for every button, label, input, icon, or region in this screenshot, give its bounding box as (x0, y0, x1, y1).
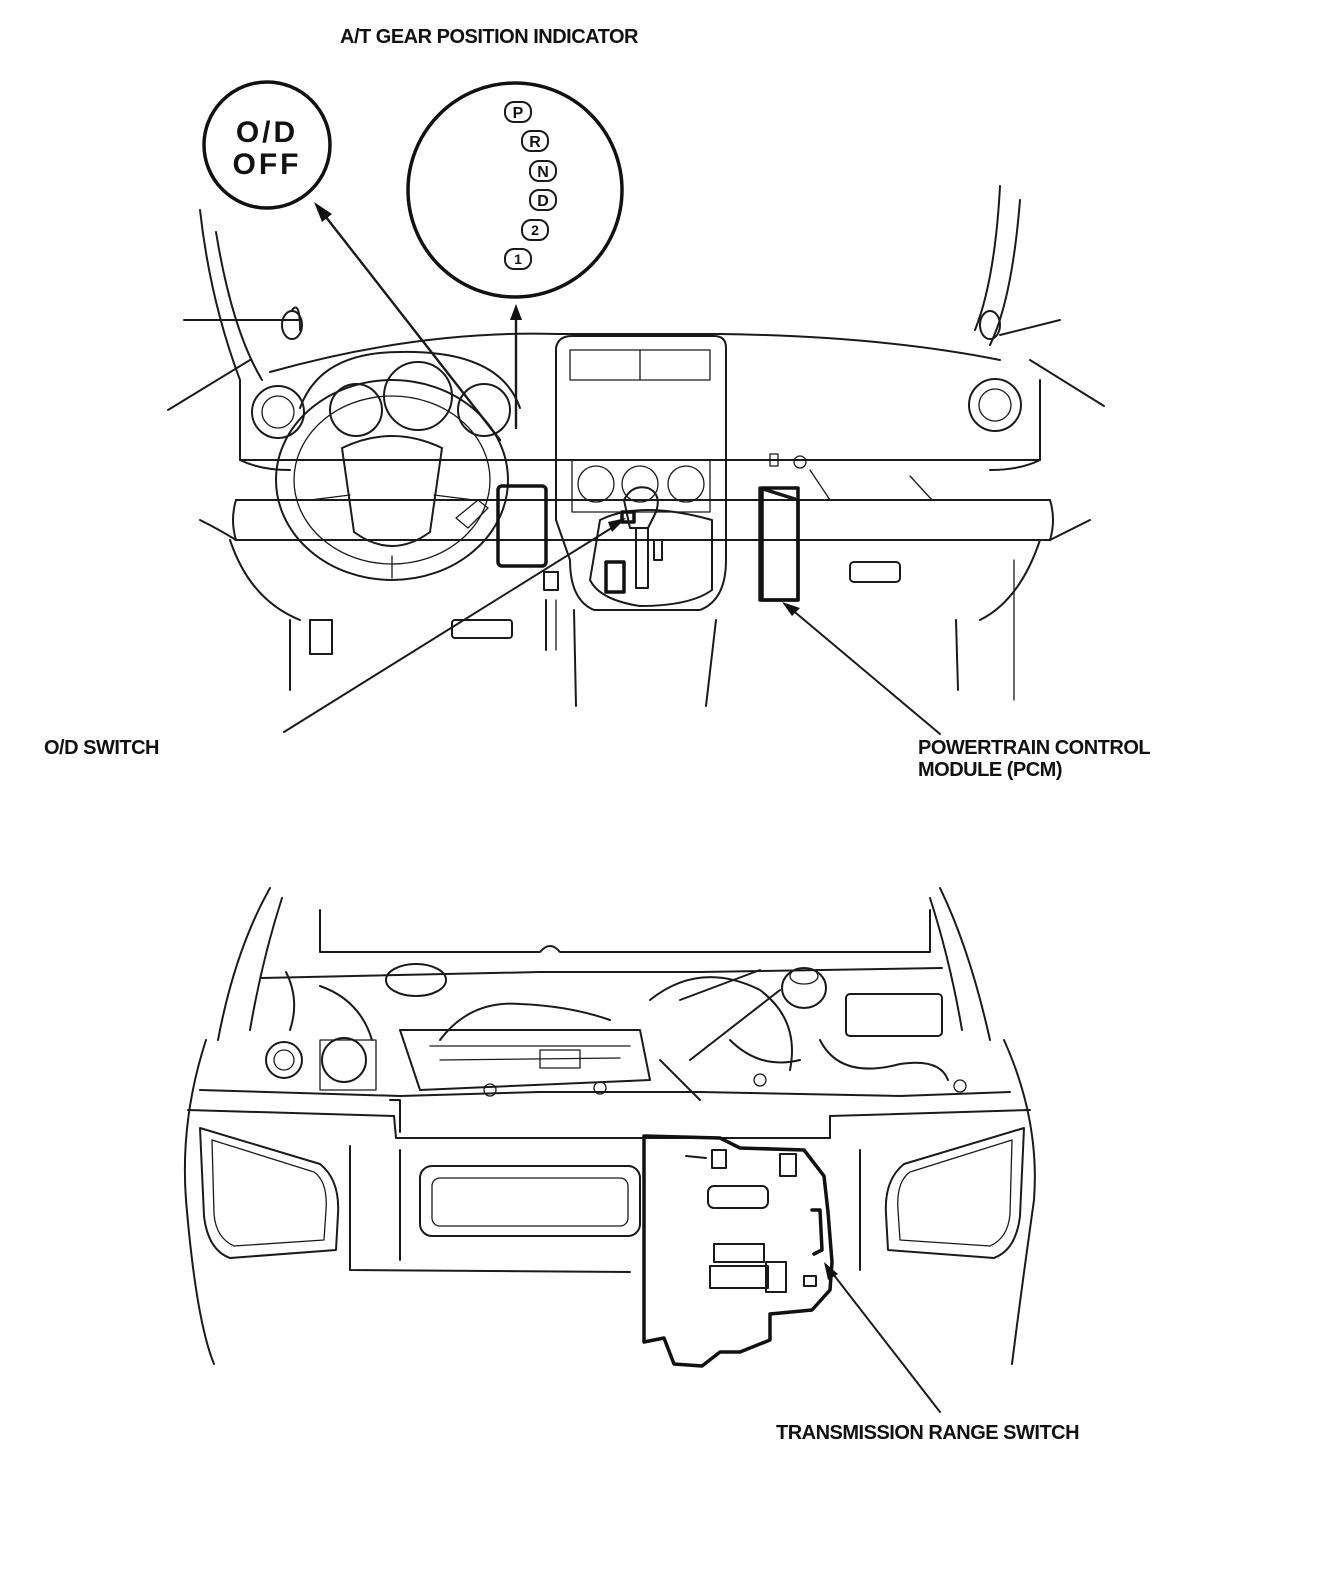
gear-1-icon: 1 (504, 248, 532, 270)
gear-label-2: 2 (531, 222, 539, 238)
od-switch-label: O/D SWITCH (44, 737, 160, 759)
transmission-detail (642, 1134, 834, 1368)
trs-leader-line (824, 1262, 941, 1413)
gear-P-icon: P (504, 101, 532, 123)
trs-label: TRANSMISSION RANGE SWITCH (776, 1422, 1080, 1444)
gear-N-icon: N (529, 160, 557, 182)
od-indicator-line1: O/D (236, 116, 298, 149)
engine-bay-illustration (183, 887, 1036, 1365)
pcm-label: POWERTRAIN CONTROL MODULE (PCM) (918, 737, 1151, 781)
gear-indicator-label: A/T GEAR POSITION INDICATOR (340, 26, 639, 48)
od-indicator-line2: OFF (233, 148, 302, 181)
pcm-label-line1: POWERTRAIN CONTROL (918, 737, 1151, 759)
gear-label-r: R (529, 134, 541, 151)
dashboard-illustration (167, 185, 1105, 707)
gear-R-icon: R (521, 130, 549, 152)
gear-2-icon: 2 (521, 219, 549, 241)
gear-D-icon: D (529, 189, 557, 211)
gear-label-p: P (513, 105, 524, 122)
gear-label-n: N (537, 164, 549, 181)
upper-leader-lines (283, 202, 941, 735)
pcm-label-line2: MODULE (PCM) (918, 759, 1062, 781)
gear-label-d: D (537, 193, 549, 210)
gear-position-indicator: P R N D 2 1 (406, 81, 624, 299)
gear-label-1: 1 (514, 251, 522, 267)
od-off-indicator: O/D OFF (202, 80, 332, 210)
